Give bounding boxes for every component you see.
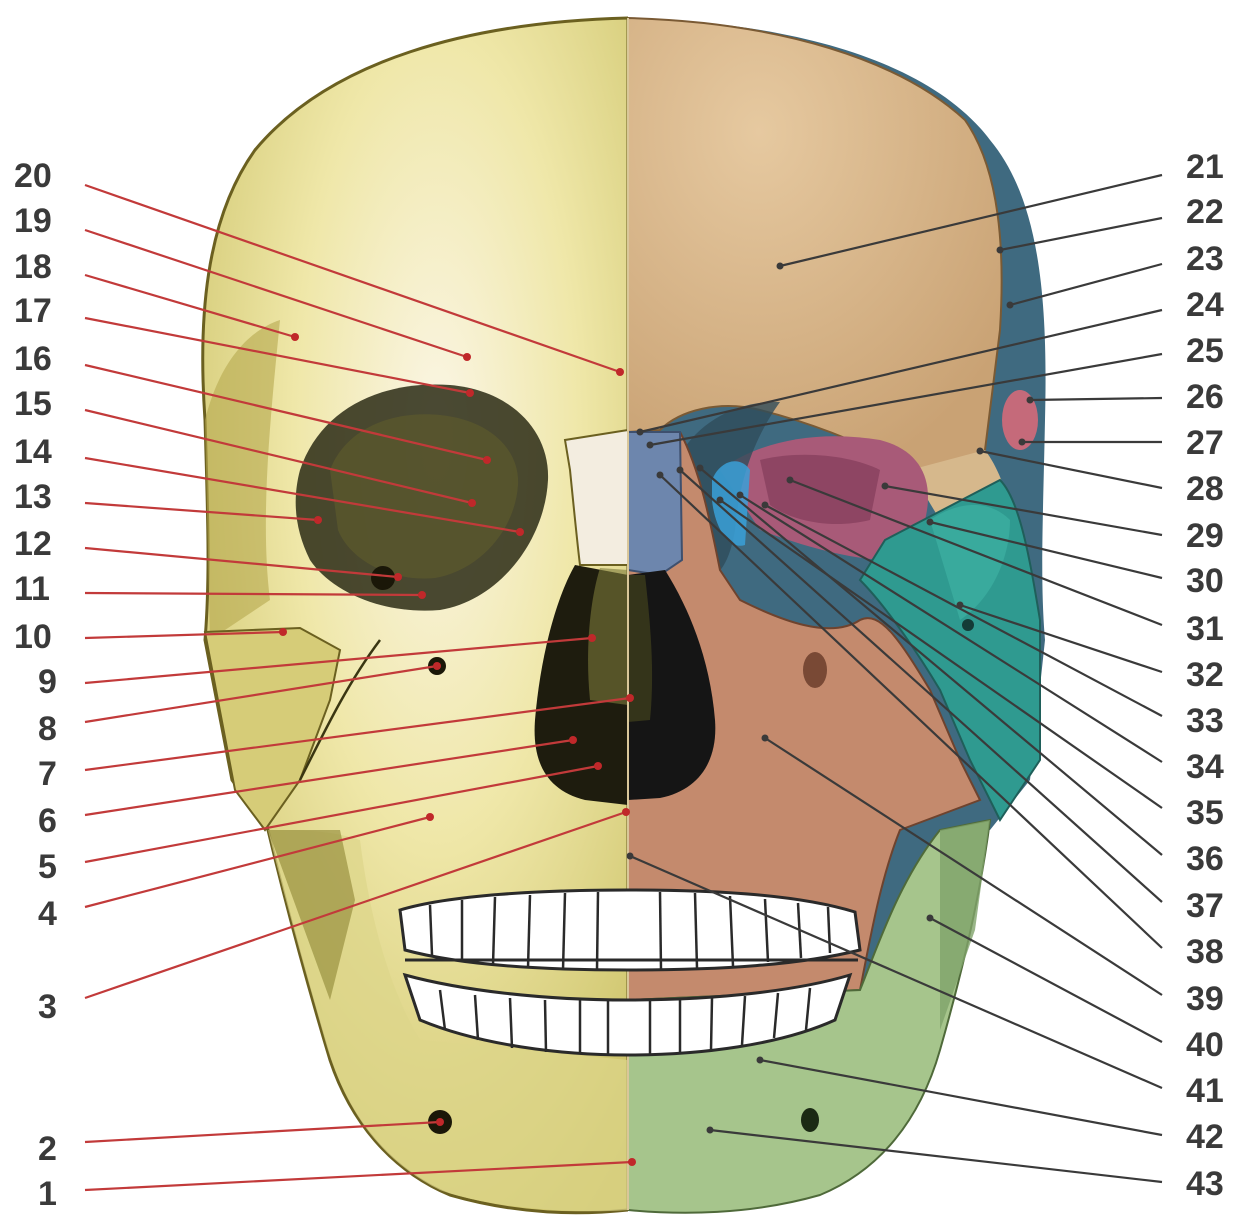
labels-left: 20 19 18 17 16 15 14 13 12 11 10 9 8 7 6… (14, 157, 57, 1213)
label-35: 35 (1186, 794, 1224, 832)
label-10: 10 (14, 618, 52, 656)
label-20: 20 (14, 157, 52, 195)
labels-right: 21 22 23 24 25 26 27 28 29 30 31 32 33 3… (1186, 148, 1224, 1203)
label-2: 2 (38, 1130, 57, 1168)
label-43: 43 (1186, 1165, 1224, 1203)
label-5: 5 (38, 848, 57, 886)
label-27: 27 (1186, 424, 1224, 462)
label-24: 24 (1186, 286, 1224, 324)
label-42: 42 (1186, 1118, 1224, 1156)
label-19: 19 (14, 202, 52, 240)
label-18: 18 (14, 248, 52, 286)
label-23: 23 (1186, 240, 1224, 278)
label-21: 21 (1186, 148, 1224, 186)
label-30: 30 (1186, 562, 1224, 600)
label-3: 3 (38, 988, 57, 1026)
label-13: 13 (14, 478, 52, 516)
label-22: 22 (1186, 193, 1224, 231)
label-25: 25 (1186, 332, 1224, 370)
label-37: 37 (1186, 887, 1224, 925)
label-32: 32 (1186, 656, 1224, 694)
label-34: 34 (1186, 748, 1224, 786)
label-6: 6 (38, 802, 57, 840)
label-4: 4 (38, 895, 57, 933)
label-38: 38 (1186, 933, 1224, 971)
label-40: 40 (1186, 1026, 1224, 1064)
label-14: 14 (14, 433, 52, 471)
label-41: 41 (1186, 1072, 1224, 1110)
label-12: 12 (14, 525, 52, 563)
label-36: 36 (1186, 840, 1224, 878)
label-31: 31 (1186, 610, 1224, 648)
label-15: 15 (14, 385, 52, 423)
label-1: 1 (38, 1175, 57, 1213)
label-9: 9 (38, 663, 57, 701)
label-16: 16 (14, 340, 52, 378)
label-11: 11 (14, 570, 50, 608)
label-26: 26 (1186, 378, 1224, 416)
label-33: 33 (1186, 702, 1224, 740)
label-28: 28 (1186, 470, 1224, 508)
label-39: 39 (1186, 980, 1224, 1018)
label-29: 29 (1186, 517, 1224, 555)
label-7: 7 (38, 755, 57, 793)
label-17: 17 (14, 292, 52, 330)
label-8: 8 (38, 710, 57, 748)
